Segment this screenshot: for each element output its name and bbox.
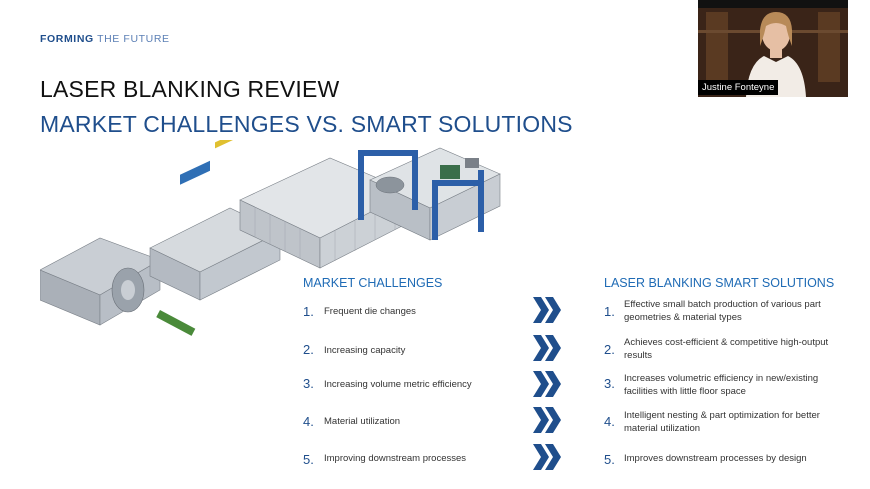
slide-subtitle: MARKET CHALLENGES VS. SMART SOLUTIONS — [40, 111, 573, 137]
slide-title: LASER BLANKING REVIEW — [40, 76, 340, 102]
market-challenges-heading: MARKET CHALLENGES — [303, 276, 443, 290]
solution-text: Intelligent nesting & part optimization … — [624, 410, 820, 434]
challenge-number: 4. — [303, 414, 314, 429]
double-chevron-right-icon — [533, 444, 561, 470]
challenge-text: Improving downstream processes — [324, 453, 467, 464]
brand-tagline-part1: FORMING — [40, 33, 94, 45]
solution-number: 5. — [604, 452, 615, 467]
participant-name-tag: Justine Fonteyne — [698, 80, 779, 95]
double-chevron-right-icon — [533, 371, 561, 397]
challenge-number: 2. — [303, 342, 314, 357]
double-chevron-right-icon — [533, 297, 561, 323]
laser-blanking-line-illustration — [40, 140, 501, 336]
challenge-number: 1. — [303, 304, 314, 319]
double-chevron-right-icon — [533, 335, 561, 361]
smart-solutions-heading: LASER BLANKING SMART SOLUTIONS — [604, 276, 835, 290]
solution-number: 1. — [604, 304, 615, 319]
challenge-number: 5. — [303, 452, 314, 467]
brand-tagline-part2: THE FUTURE — [97, 33, 170, 45]
solution-text: Increases volumetric efficiency in new/e… — [624, 373, 819, 397]
challenge-text: Material utilization — [324, 416, 401, 427]
challenge-text: Increasing volume metric efficiency — [324, 379, 472, 390]
solution-text: Improves downstream processes by design — [624, 453, 807, 464]
challenge-text: Frequent die changes — [324, 306, 416, 317]
solution-number: 4. — [604, 414, 615, 429]
challenge-number: 3. — [303, 376, 314, 391]
double-chevron-right-icon — [533, 407, 561, 433]
solution-number: 2. — [604, 342, 615, 357]
brand-tagline: FORMING THE FUTURE — [40, 33, 170, 45]
solution-text: Effective small batch production of vari… — [624, 299, 821, 323]
challenge-text: Increasing capacity — [324, 345, 406, 356]
solution-text: Achieves cost-efficient & competitive hi… — [624, 337, 829, 361]
solution-number: 3. — [604, 376, 615, 391]
